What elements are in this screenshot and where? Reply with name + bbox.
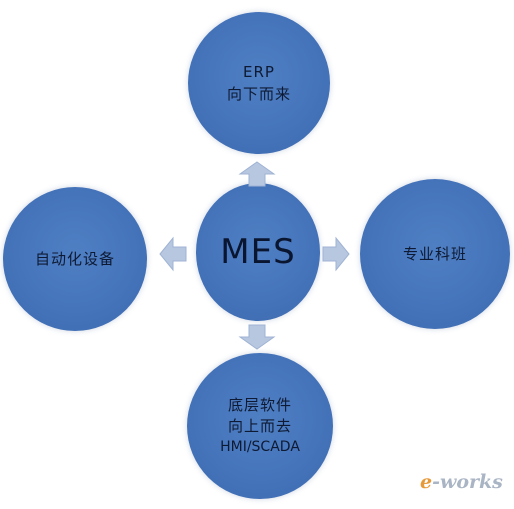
base-software-circle: 底层软件 向上而去 HMI/SCADA bbox=[187, 353, 333, 499]
watermark-e: e bbox=[420, 471, 433, 493]
hmi-scada-label: HMI/SCADA bbox=[220, 438, 300, 455]
e-works-watermark: e-works bbox=[420, 471, 503, 493]
erp-label: ERP bbox=[243, 63, 275, 81]
arrow-down-icon bbox=[238, 324, 276, 350]
automation-equipment-circle: 自动化设备 bbox=[3, 187, 147, 331]
base-software-label: 底层软件 bbox=[227, 395, 292, 414]
base-software-subtitle: 向上而去 bbox=[227, 416, 292, 435]
mes-label: MES bbox=[220, 232, 296, 272]
arrow-right-icon bbox=[322, 236, 350, 272]
automation-equipment-label: 自动化设备 bbox=[34, 250, 115, 268]
mes-circle: MES bbox=[196, 183, 320, 321]
professional-training-label: 专业科班 bbox=[402, 245, 467, 263]
watermark-rest: -works bbox=[432, 471, 503, 493]
professional-training-circle: 专业科班 bbox=[360, 179, 510, 329]
erp-circle: ERP 向下而来 bbox=[188, 12, 330, 154]
arrow-left-icon bbox=[159, 236, 187, 272]
arrow-up-icon bbox=[238, 161, 276, 187]
erp-subtitle: 向下而来 bbox=[226, 85, 291, 103]
